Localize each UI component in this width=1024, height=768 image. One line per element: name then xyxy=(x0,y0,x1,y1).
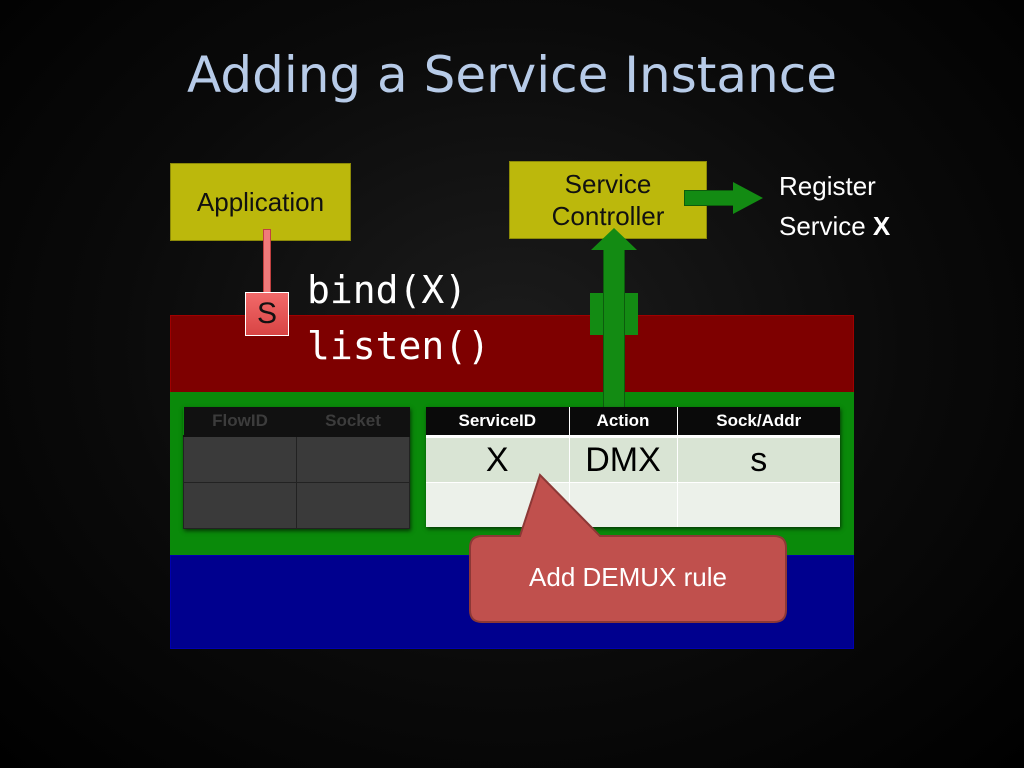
right-arrow-shaft xyxy=(684,190,734,206)
application-socket-connector xyxy=(263,229,271,293)
register-service-note: Register Service X xyxy=(779,166,890,246)
register-line2-prefix: Service xyxy=(779,211,873,241)
table-row xyxy=(183,435,410,483)
table-row xyxy=(183,482,410,529)
table-cell: s xyxy=(677,436,840,483)
service-table-header-serviceid: ServiceID xyxy=(426,407,570,438)
application-label: Application xyxy=(196,187,325,217)
table-cell xyxy=(296,482,410,529)
service-table-header-sockaddr: Sock/Addr xyxy=(677,407,840,438)
table-cell xyxy=(569,482,678,527)
service-controller-line2: Controller xyxy=(551,201,665,231)
application-box: Application xyxy=(170,163,351,241)
table-cell: DMX xyxy=(569,436,678,483)
socket-box: S xyxy=(245,292,289,336)
register-line2: Service X xyxy=(779,206,890,246)
table-cell: X xyxy=(426,436,570,483)
code-listen-call: listen() xyxy=(307,324,491,368)
table-cell xyxy=(296,435,410,483)
flow-table-header-socket: Socket xyxy=(296,407,410,437)
register-service-id: X xyxy=(872,211,891,241)
code-bind-call: bind(X) xyxy=(307,268,468,312)
table-cell xyxy=(183,435,297,483)
service-table: ServiceID Action Sock/Addr X DMX s xyxy=(426,407,840,527)
demux-callout-label: Add DEMUX rule xyxy=(529,562,727,592)
service-table-header-action: Action xyxy=(569,407,678,438)
right-arrow-head xyxy=(733,182,763,214)
table-row xyxy=(426,482,840,527)
register-line1: Register xyxy=(779,171,876,201)
service-controller-line1: Service xyxy=(564,169,652,199)
socket-label: S xyxy=(256,297,277,330)
table-cell xyxy=(183,482,297,529)
up-arrow-shaft xyxy=(603,248,625,410)
table-cell xyxy=(677,482,840,527)
up-arrow-head xyxy=(591,228,637,250)
flow-table-header-flowid: FlowID xyxy=(183,407,297,437)
service-controller-box: Service Controller xyxy=(509,161,707,239)
slide-title: Adding a Service Instance xyxy=(187,46,837,104)
flow-table: FlowID Socket xyxy=(183,407,410,529)
demux-callout-shape xyxy=(469,473,787,623)
table-row: X DMX s xyxy=(426,436,840,483)
